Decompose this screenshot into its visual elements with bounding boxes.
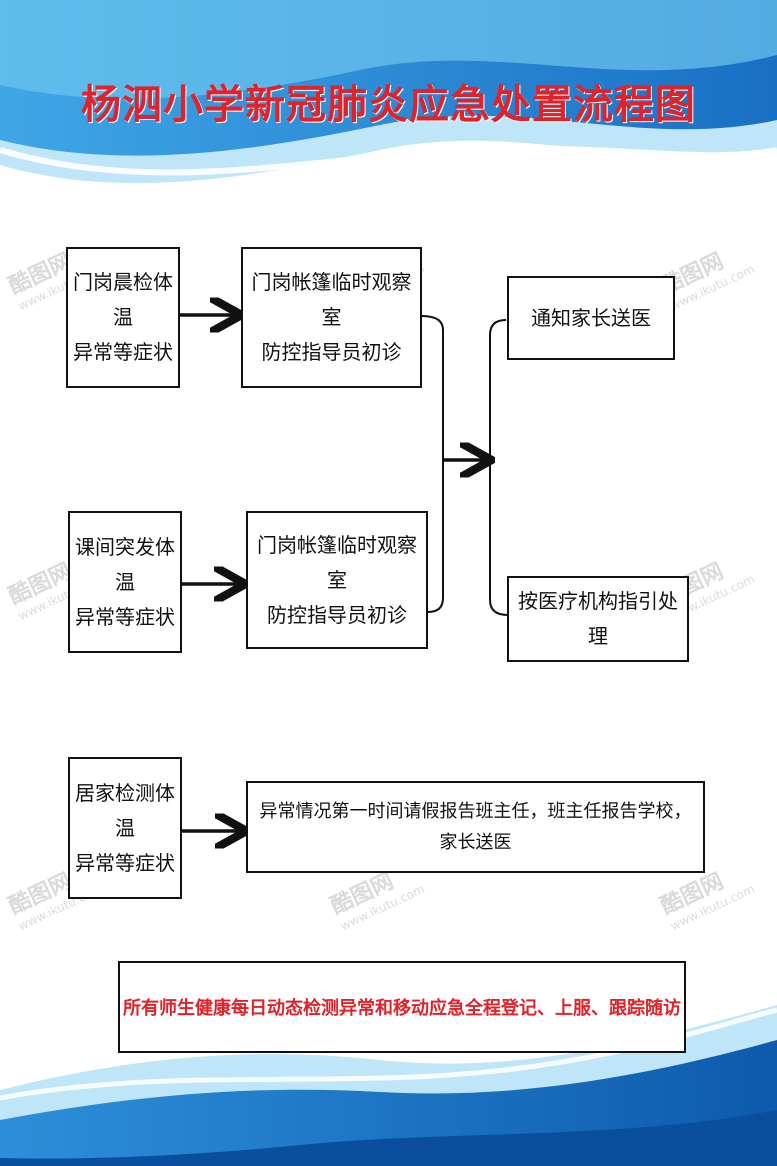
notice-box: 所有师生健康每日动态检测异常和移动应急全程登记、上服、跟踪随访: [118, 961, 686, 1053]
page-title: 杨泗小学新冠肺炎应急处置流程图: [81, 82, 696, 128]
morning-check-box: 门岗晨检体温异常等症状: [66, 247, 180, 388]
split-bracket: [489, 319, 509, 616]
class-sudden-box: 课间突发体温异常等症状: [68, 511, 182, 653]
tent-observation-box-2: 门岗帐篷临时观察室防控指导员初诊: [246, 511, 428, 649]
home-report-box: 异常情况第一时间请假报告班主任，班主任报告学校，家长送医: [246, 781, 705, 873]
home-check-box: 居家检测体温异常等症状: [68, 757, 182, 899]
merge-bracket: [421, 315, 444, 613]
medical-guidance-box: 按医疗机构指引处理: [507, 576, 689, 662]
notify-parent-box: 通知家长送医: [507, 276, 675, 360]
tent-observation-box-1: 门岗帐篷临时观察室防控指导员初诊: [241, 247, 422, 388]
